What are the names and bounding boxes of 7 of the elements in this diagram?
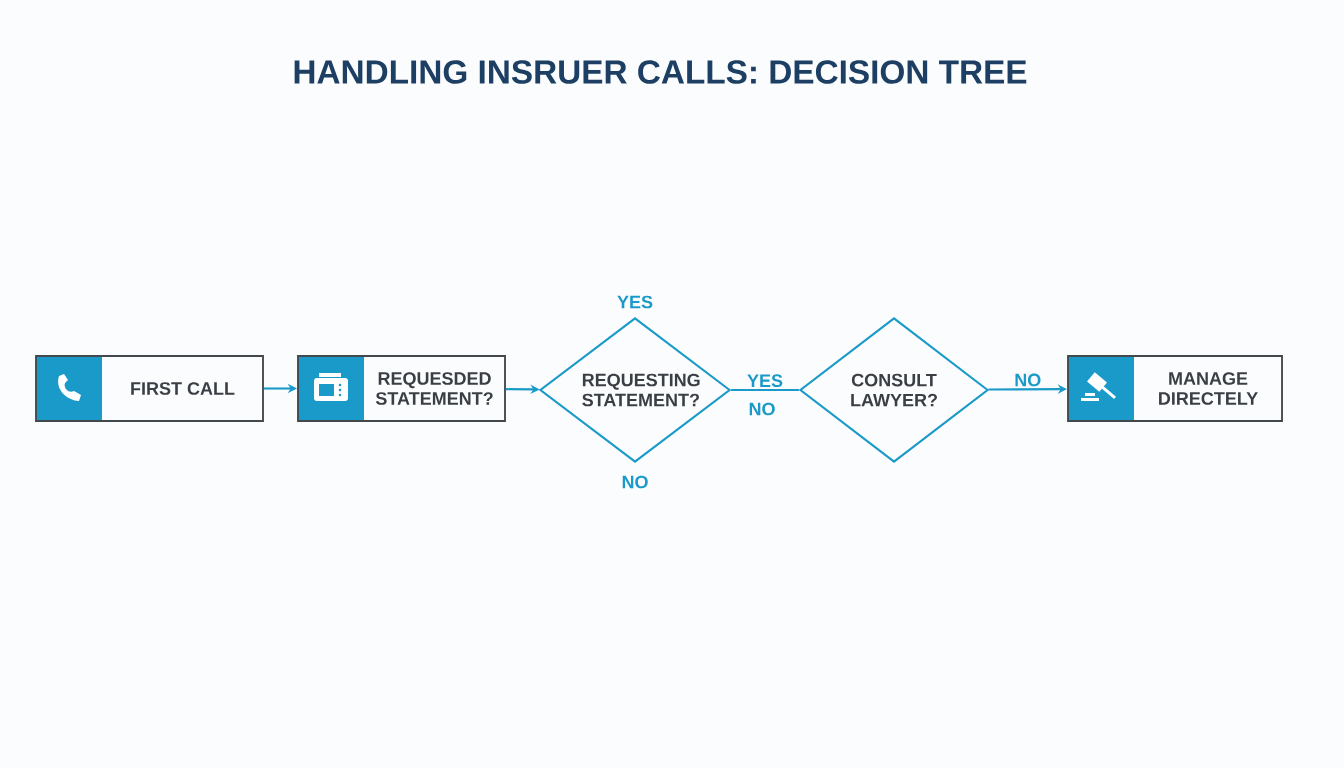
process-box: MANAGE DIRECTELY bbox=[1067, 355, 1283, 422]
branch-label: NO bbox=[749, 402, 775, 416]
edge-label: NO bbox=[1015, 373, 1041, 387]
title: HANDLING INSRUER CALLS: DECISION TREE bbox=[294, 60, 1027, 84]
process-box: FIRST CALL bbox=[35, 355, 264, 422]
process-box: REQUESDED STATEMENT? bbox=[297, 355, 506, 422]
edge-label: YES bbox=[747, 374, 783, 388]
